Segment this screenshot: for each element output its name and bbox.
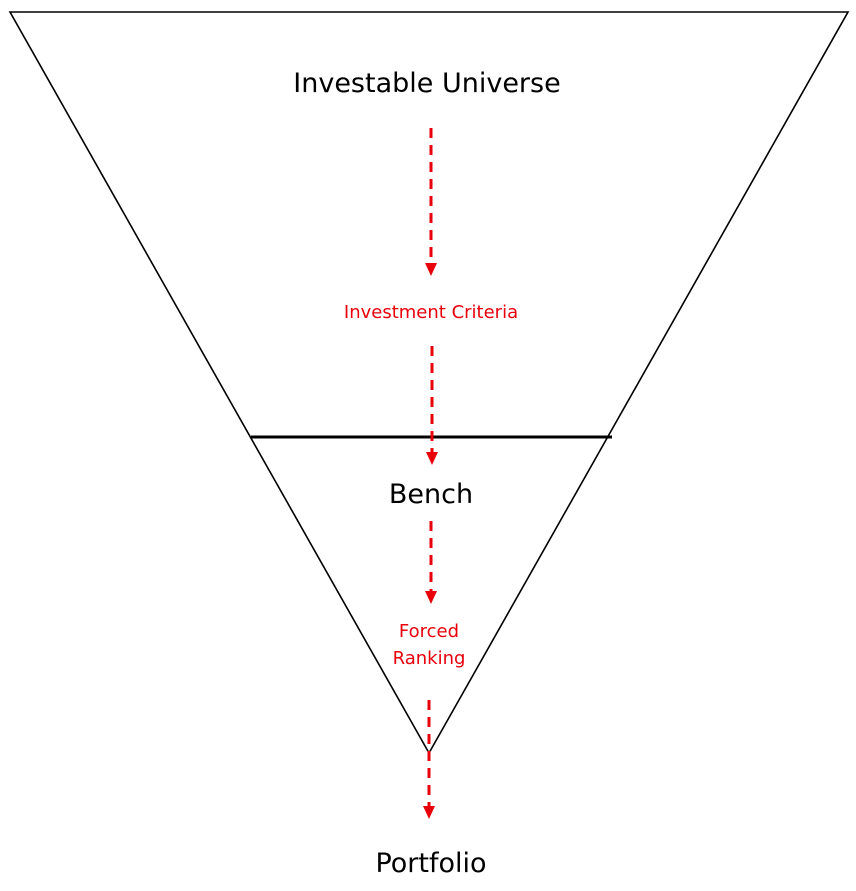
process-label-ranking: Ranking [393,648,466,669]
flow-arrow-2 [426,346,438,465]
flow-arrow-4 [423,700,435,819]
stage-label-bench: Bench [389,479,473,510]
stage-label-universe: Investable Universe [293,68,560,99]
funnel-outline [8,11,850,755]
flow-arrow-1 [425,128,437,276]
process-label-forced: Forced [399,621,459,642]
stage-label-portfolio: Portfolio [375,848,486,879]
flow-arrow-3 [425,521,437,604]
process-label-investment-criteria: Investment Criteria [344,302,518,323]
